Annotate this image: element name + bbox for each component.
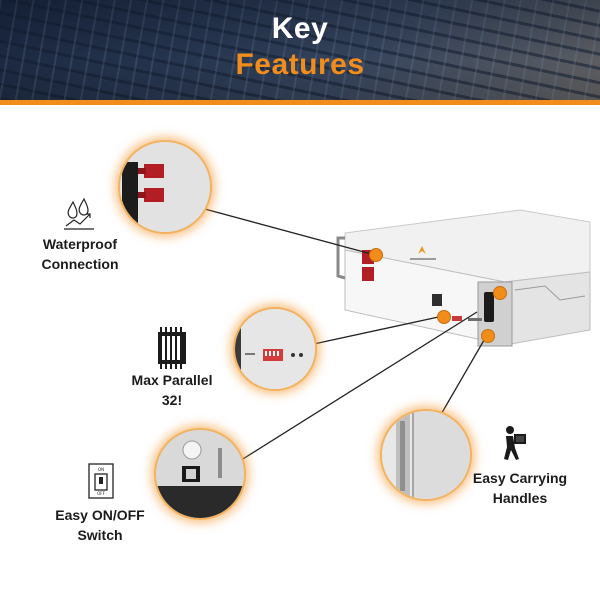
parallel-label-line1: Max Parallel	[131, 372, 213, 388]
onoff-label-line1: Easy ON/OFF	[55, 507, 145, 523]
marker-onoff	[493, 286, 507, 300]
battery-side	[504, 271, 591, 346]
battery-handle	[484, 292, 494, 322]
red-connector-2	[362, 267, 374, 281]
connector-handles	[435, 334, 488, 424]
title-key: Key	[271, 12, 329, 45]
header-banner	[0, 0, 600, 100]
handles-label-line2: Handles	[492, 490, 548, 506]
solar-panel-background	[0, 0, 600, 100]
marker-parallel	[437, 310, 451, 324]
handle-closeup	[380, 409, 472, 501]
brand-logo-mark	[418, 246, 426, 254]
title-features: Features	[235, 48, 365, 81]
power-switch-closeup	[154, 428, 246, 520]
handles-label-line1: Easy Carrying	[472, 470, 568, 486]
left-handle	[336, 236, 346, 280]
onoff-label: Easy ON/OFF Switch	[40, 505, 160, 545]
parallel-label: Max Parallel 32!	[112, 370, 232, 410]
marker-waterproof	[369, 248, 383, 262]
banner-accent-stripe	[0, 100, 600, 105]
waterproof-closeup	[118, 140, 212, 234]
connector-onoff	[237, 311, 478, 463]
waterproof-label-line1: Waterproof	[42, 236, 118, 252]
dip-switch-closeup	[233, 307, 317, 391]
handles-label: Easy Carrying Handles	[460, 468, 580, 508]
connector-parallel	[299, 315, 444, 348]
waterproof-label-line2: Connection	[41, 256, 119, 272]
marker-handles	[481, 329, 495, 343]
parallel-label-line2: 32!	[161, 392, 183, 408]
connector-waterproof	[189, 204, 376, 256]
waterproof-label: Waterproof Connection	[20, 234, 140, 274]
onoff-label-line2: Switch	[77, 527, 123, 543]
